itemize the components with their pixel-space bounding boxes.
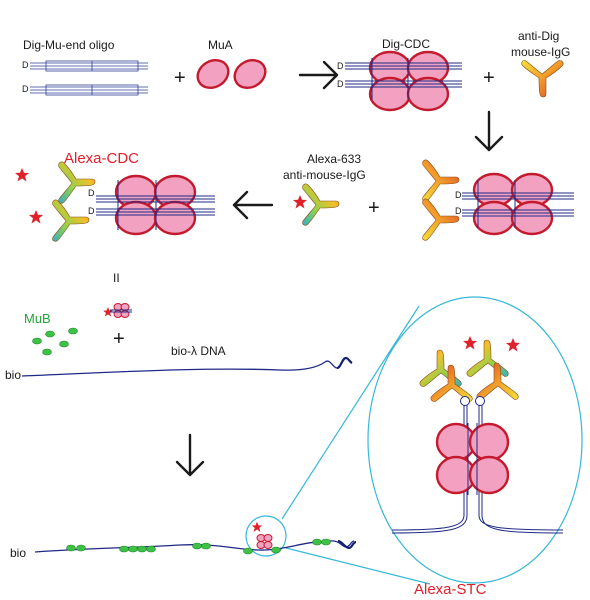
bio-lambda-dna <box>21 357 353 377</box>
alexa-stc-small-icon <box>251 521 273 549</box>
alexa-stc-zoomed-complex <box>391 336 564 534</box>
anti-dig-igg-icon <box>521 60 564 98</box>
anti-dig-label-line1: anti-Dig <box>518 29 559 43</box>
zoom-source-circle <box>245 515 287 557</box>
dig-cdc-label: Dig-CDC <box>382 37 430 51</box>
dna-free-end <box>337 539 357 550</box>
reaction-arrow-down <box>474 110 504 152</box>
svg-text:D: D <box>337 61 344 71</box>
zoom-line-bottom <box>285 547 431 585</box>
alexa-633-igg-icon <box>293 183 340 226</box>
bio-label-bottom: bio <box>10 546 26 560</box>
svg-text:D: D <box>337 79 344 89</box>
alexa-cdc-complex: D D <box>15 161 215 242</box>
alexa-633-label-line1: Alexa-633 <box>307 152 361 166</box>
alexa-cdc-mini-icon <box>103 303 132 318</box>
dig-mu-end-oligo-label: Dig-Mu-end oligo <box>23 38 115 52</box>
svg-text:D: D <box>455 190 462 200</box>
dig-oligo-duplex-bottom: D <box>22 84 148 96</box>
mua-monomer-2 <box>233 58 267 90</box>
bio-lambda-dna-label: bio-λ DNA <box>171 344 226 358</box>
plus-sign: + <box>368 197 380 219</box>
antibody-bound-cdc-right: D D <box>422 159 574 241</box>
svg-text:D: D <box>88 188 95 198</box>
svg-text:D: D <box>88 206 95 216</box>
mua-label: MuA <box>208 38 233 52</box>
mua-monomer-1 <box>196 58 230 90</box>
plus-sign: + <box>483 67 495 89</box>
alexa-cdc-label: Alexa-CDC <box>64 150 139 167</box>
bio-label: bio <box>5 368 21 382</box>
zoom-line-top <box>281 305 420 520</box>
svg-text:D: D <box>455 206 462 216</box>
mub-label: MuB <box>24 311 51 326</box>
svg-text:D: D <box>22 60 29 70</box>
dig-cdc-complex: D D <box>337 50 462 112</box>
svg-text:D: D <box>22 84 29 94</box>
plus-sign: + <box>174 67 186 89</box>
dna-free-end <box>336 356 353 370</box>
zoom-inset-outline <box>367 296 583 584</box>
alexa-633-label-line2: anti-mouse-IgG <box>283 168 366 182</box>
reaction-arrow-right <box>298 60 339 90</box>
alexa-stc-label: Alexa-STC <box>414 581 487 598</box>
reaction-arrow-left <box>232 190 274 220</box>
plus-sign: + <box>113 328 125 350</box>
mub-proteins <box>32 327 78 356</box>
reaction-arrow-down <box>175 433 205 477</box>
equivalence-sign: II <box>113 271 120 285</box>
mub-filaments <box>66 538 331 555</box>
anti-dig-label-line2: mouse-IgG <box>511 45 570 59</box>
dig-oligo-duplex-top: D <box>22 60 148 72</box>
